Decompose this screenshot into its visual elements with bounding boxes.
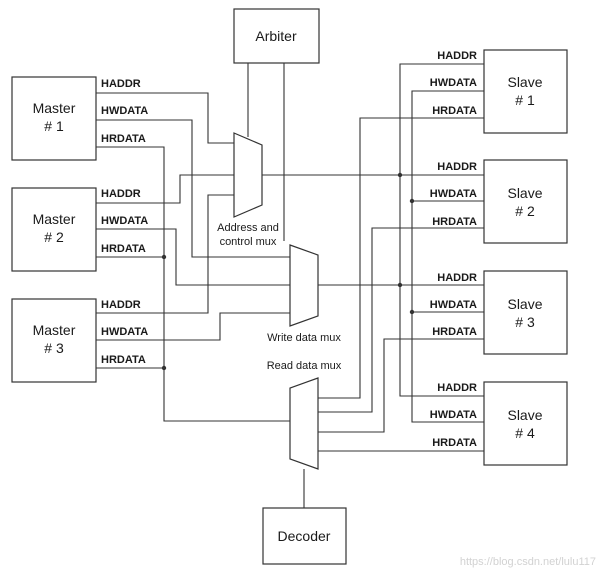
slave-box bbox=[483, 270, 568, 355]
signal-label-hrdata: HRDATA bbox=[432, 326, 477, 338]
signal-label-hwdata: HWDATA bbox=[430, 299, 477, 311]
junction-dot bbox=[409, 198, 415, 204]
signal-label-hrdata: HRDATA bbox=[101, 243, 146, 255]
slave-number: # 4 bbox=[515, 425, 535, 441]
master2-haddr-wire bbox=[96, 174, 234, 204]
signal-label-hwdata: HWDATA bbox=[430, 409, 477, 421]
slave-1-block: Slave # 1 bbox=[483, 49, 568, 134]
haddr-bus-down-wire bbox=[399, 175, 484, 397]
master1-hwdata-wire bbox=[96, 119, 290, 258]
master-number: # 3 bbox=[44, 340, 64, 356]
slave1-hrdata-wire bbox=[318, 117, 484, 399]
slave-4-block: Slave # 4 bbox=[483, 381, 568, 466]
master2-hwdata-wire bbox=[96, 228, 290, 286]
address-mux-label-1: Address and bbox=[217, 222, 279, 234]
slave-label: Slave bbox=[507, 74, 542, 90]
master-signal-labels: HADDR HWDATA HRDATA HADDR HWDATA HRDATA … bbox=[101, 78, 148, 366]
signal-label-haddr: HADDR bbox=[101, 188, 141, 200]
master3-haddr-wire bbox=[96, 194, 234, 314]
master1-hrdata-wire bbox=[96, 146, 290, 422]
master-label: Master bbox=[33, 100, 76, 116]
wires bbox=[96, 63, 484, 508]
signal-label-haddr: HADDR bbox=[437, 161, 477, 173]
decoder-label: Decoder bbox=[278, 528, 331, 544]
write-data-mux bbox=[289, 244, 319, 327]
hwdata-bus-down-wire bbox=[411, 285, 484, 423]
signal-label-haddr: HADDR bbox=[437, 50, 477, 62]
master-number: # 2 bbox=[44, 229, 64, 245]
master-label: Master bbox=[33, 211, 76, 227]
master-3-block: Master # 3 bbox=[11, 298, 97, 383]
address-control-mux bbox=[233, 132, 263, 218]
junction-dot bbox=[409, 309, 415, 315]
address-mux-label-2: control mux bbox=[220, 236, 277, 248]
slave-box bbox=[483, 381, 568, 466]
junction-dot bbox=[161, 254, 167, 260]
read-mux-label: Read data mux bbox=[267, 360, 342, 372]
slave3-hrdata-wire bbox=[318, 338, 484, 433]
slave-label: Slave bbox=[507, 296, 542, 312]
read-mux-shape bbox=[289, 377, 319, 470]
signal-label-hrdata: HRDATA bbox=[432, 216, 477, 228]
signal-label-hwdata: HWDATA bbox=[101, 215, 148, 227]
signal-label-hwdata: HWDATA bbox=[101, 105, 148, 117]
arbiter-label: Arbiter bbox=[255, 28, 297, 44]
slave-signal-labels: HADDR HWDATA HRDATA HADDR HWDATA HRDATA … bbox=[430, 50, 477, 449]
junction-dot bbox=[397, 282, 403, 288]
slave-number: # 1 bbox=[515, 92, 535, 108]
signal-label-hwdata: HWDATA bbox=[430, 77, 477, 89]
slave-number: # 2 bbox=[515, 203, 535, 219]
signal-label-hwdata: HWDATA bbox=[430, 188, 477, 200]
junctions bbox=[161, 172, 415, 371]
write-mux-shape bbox=[289, 244, 319, 327]
decoder-block: Decoder bbox=[262, 507, 347, 565]
signal-label-hrdata: HRDATA bbox=[432, 437, 477, 449]
signal-label-haddr: HADDR bbox=[437, 272, 477, 284]
master-1-block: Master # 1 bbox=[11, 76, 97, 161]
slave2-hrdata-wire bbox=[318, 227, 484, 413]
slave-label: Slave bbox=[507, 407, 542, 423]
signal-label-hrdata: HRDATA bbox=[101, 354, 146, 366]
hwdata-bus-wire bbox=[318, 90, 484, 286]
watermark-text: https://blog.csdn.net/lulu117 bbox=[460, 556, 596, 568]
master-box bbox=[11, 187, 97, 272]
slave-number: # 3 bbox=[515, 314, 535, 330]
signal-label-hrdata: HRDATA bbox=[432, 105, 477, 117]
address-mux-shape bbox=[233, 132, 263, 218]
signal-label-hwdata: HWDATA bbox=[101, 326, 148, 338]
arbiter-box bbox=[233, 8, 320, 64]
junction-dot bbox=[397, 172, 403, 178]
decoder-box bbox=[262, 507, 347, 565]
read-data-mux bbox=[289, 377, 319, 470]
slave-box bbox=[483, 159, 568, 244]
master-2-block: Master # 2 bbox=[11, 187, 97, 272]
master-box bbox=[11, 76, 97, 161]
signal-label-haddr: HADDR bbox=[101, 78, 141, 90]
signal-label-hrdata: HRDATA bbox=[101, 133, 146, 145]
master-box bbox=[11, 298, 97, 383]
master-label: Master bbox=[33, 322, 76, 338]
slave-label: Slave bbox=[507, 185, 542, 201]
slave-box bbox=[483, 49, 568, 134]
master1-haddr-wire bbox=[96, 92, 234, 144]
master-number: # 1 bbox=[44, 118, 64, 134]
slave-3-block: Slave # 3 bbox=[483, 270, 568, 355]
haddr-bus-wire bbox=[262, 63, 484, 176]
signal-label-haddr: HADDR bbox=[101, 299, 141, 311]
signal-label-haddr: HADDR bbox=[437, 382, 477, 394]
write-mux-label: Write data mux bbox=[267, 332, 341, 344]
junction-dot bbox=[161, 365, 167, 371]
master3-hwdata-wire bbox=[96, 312, 290, 341]
arbiter-block: Arbiter bbox=[233, 8, 320, 64]
slave-2-block: Slave # 2 bbox=[483, 159, 568, 244]
